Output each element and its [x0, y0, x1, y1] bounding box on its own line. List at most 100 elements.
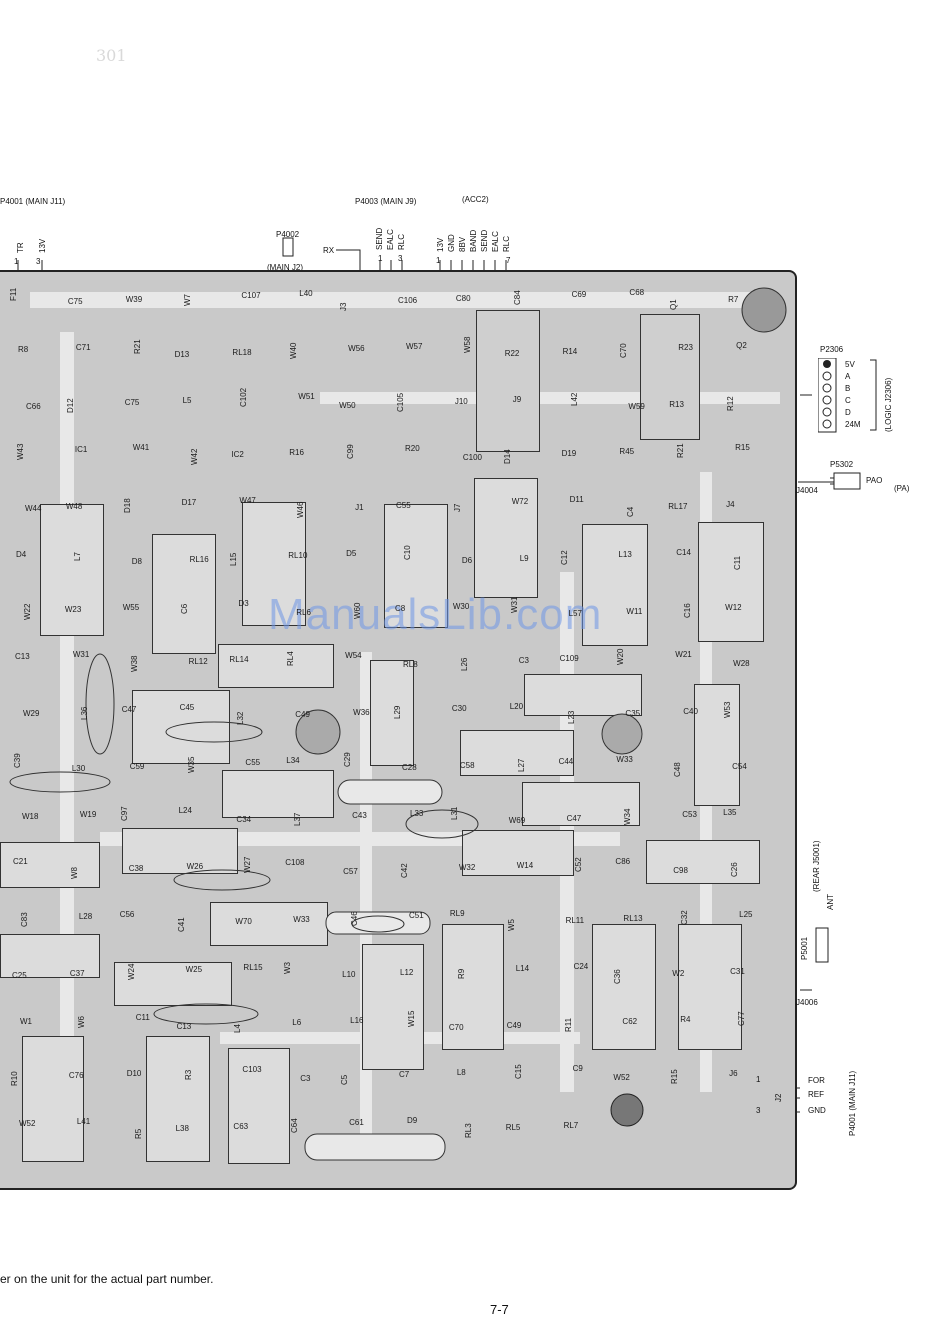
relay-rl3 [22, 1036, 84, 1162]
part-label: C28 [402, 762, 417, 772]
part-label: W59 [628, 401, 645, 411]
part-label: W56 [348, 343, 365, 353]
part-label: C11 [135, 1012, 150, 1022]
part-label: C77 [737, 1011, 747, 1026]
part-label: D5 [346, 548, 357, 558]
part-label: W47 [239, 496, 256, 506]
part-label: C59 [129, 761, 145, 771]
part-label: IC2 [231, 450, 244, 460]
part-label: L13 [618, 549, 632, 559]
relay-rl9 [442, 924, 504, 1050]
part-label: D9 [407, 1116, 418, 1126]
part-label: W57 [406, 341, 423, 351]
part-label: C43 [352, 810, 367, 820]
part-label: L28 [78, 912, 93, 922]
part-label: L15 [229, 552, 239, 566]
part-label: R14 [562, 346, 578, 356]
ic2 [640, 314, 700, 440]
part-label: RL15 [243, 962, 263, 972]
part-label: C48 [673, 762, 683, 777]
part-label: W55 [122, 602, 140, 612]
part-label: L6 [292, 1017, 302, 1027]
part-label: W41 [132, 443, 150, 453]
connector-title: P4001 (MAIN J11) [0, 197, 66, 206]
part-label: L36 [79, 706, 89, 721]
part-label: R15 [670, 1069, 680, 1085]
part-label: W20 [616, 648, 626, 666]
part-label: C55 [245, 757, 261, 767]
part-label: L42 [569, 392, 579, 406]
part-label: RL11 [565, 916, 585, 926]
part-label: D19 [561, 449, 577, 459]
part-label: W22 [23, 603, 32, 620]
part-label: C68 [629, 288, 645, 297]
part-label: R15 [735, 443, 750, 453]
part-label: C49 [295, 710, 310, 720]
ant-plug [815, 927, 829, 963]
relay-rl5 [146, 1036, 210, 1162]
part-label: C75 [124, 397, 140, 407]
part-label: C25 [12, 970, 27, 980]
part-label: C86 [615, 857, 631, 867]
part-label: W24 [126, 963, 136, 980]
part-label: C34 [236, 814, 252, 824]
part-label: W5 [506, 919, 516, 932]
part-label: C47 [121, 705, 137, 715]
part-label: W30 [452, 601, 470, 611]
ic1 [476, 310, 540, 452]
pin-label: A [845, 372, 851, 381]
part-label: C13 [176, 1021, 192, 1031]
connector-title: P4001 (MAIN J11) [848, 1070, 857, 1136]
connector-title: P2306 [820, 345, 844, 354]
part-label: W36 [353, 708, 370, 718]
part-label: C31 [730, 966, 745, 976]
part-label: L23 [566, 710, 576, 725]
part-label: R20 [405, 444, 420, 454]
part-label: C83 [20, 912, 29, 928]
jack-label: J4006 [796, 998, 818, 1007]
part-label: W21 [675, 650, 692, 660]
footnote: er on the unit for the actual part numbe… [0, 1272, 214, 1286]
part-label: W31 [509, 596, 519, 613]
pin-number: 7 [506, 256, 511, 265]
part-label: W18 [22, 811, 39, 821]
part-label: RL10 [288, 550, 308, 560]
inductor-l36 [370, 660, 414, 766]
part-label: W11 [626, 606, 643, 616]
inductor-l27 [222, 770, 334, 818]
part-label: D10 [126, 1069, 142, 1079]
part-label: L38 [175, 1124, 189, 1134]
watermark: ManualsLib.com [268, 590, 603, 639]
part-label: W50 [339, 400, 356, 410]
relay-rl8 [242, 502, 306, 626]
part-label: W23 [64, 604, 82, 614]
pin-number: 3 [36, 257, 41, 266]
part-label: W58 [462, 336, 472, 353]
part-label: L31 [449, 806, 459, 820]
part-label: C40 [683, 707, 698, 717]
part-label: W29 [23, 709, 40, 719]
relay-rl13 [678, 924, 742, 1050]
part-label: W40 [289, 342, 299, 359]
part-label: J7 [452, 503, 462, 513]
part-label: L35 [723, 807, 737, 817]
part-label: L10 [342, 969, 356, 979]
part-label: C76 [68, 1071, 84, 1081]
inductor-l35 [646, 840, 760, 884]
part-label: W25 [185, 964, 203, 974]
part-label: W27 [243, 856, 253, 874]
part-label: D13 [174, 349, 190, 359]
part-label: RL17 [668, 502, 688, 512]
part-label: C54 [732, 761, 747, 771]
part-label: W2 [672, 968, 685, 978]
part-label: C38 [128, 864, 144, 874]
part-label: C10 [403, 545, 412, 560]
part-label: C98 [673, 866, 688, 876]
part-label: C6 [179, 603, 189, 614]
pin-label: REF [808, 1090, 824, 1099]
pin-label: D [845, 408, 851, 417]
relay-rl11 [592, 924, 656, 1050]
inductor-l24 [122, 828, 238, 874]
part-label: L32 [236, 711, 246, 726]
part-label: C4 [626, 506, 636, 518]
